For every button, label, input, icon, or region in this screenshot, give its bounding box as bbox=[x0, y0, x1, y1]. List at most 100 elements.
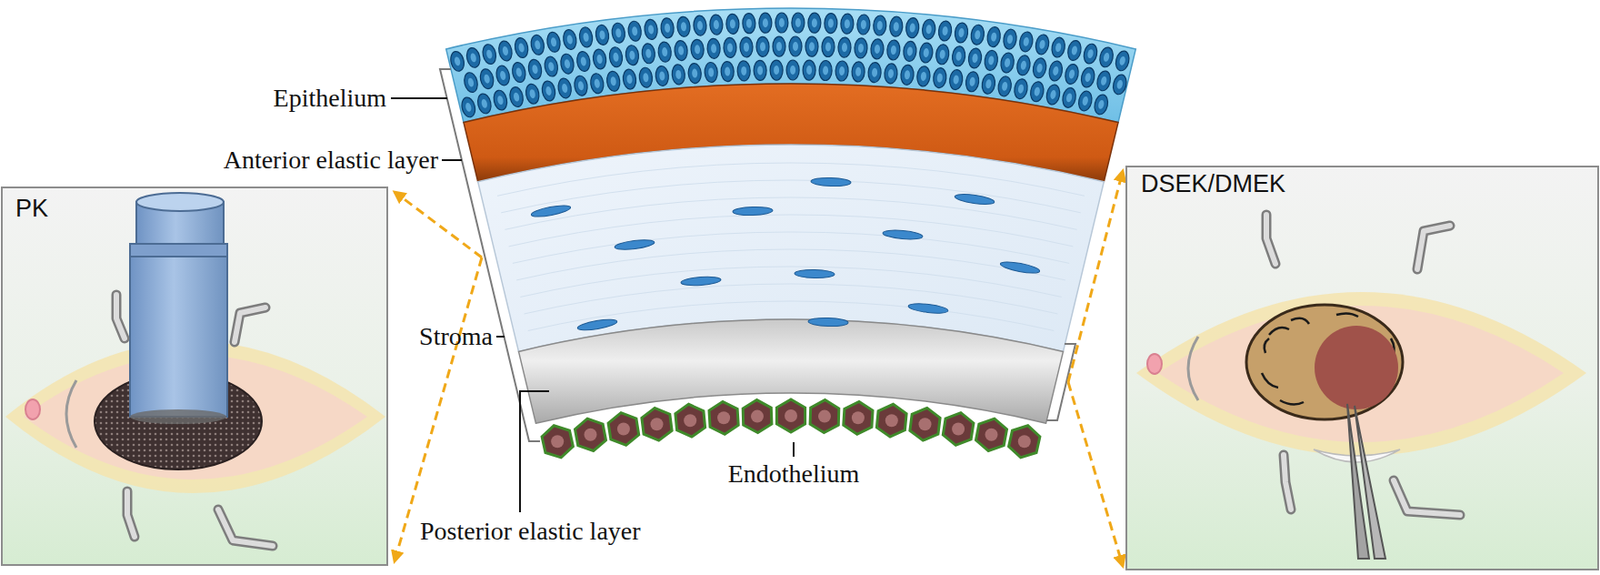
epithelial-cell bbox=[770, 60, 783, 80]
cell-nucleus bbox=[727, 42, 733, 52]
epithelial-cell bbox=[1113, 50, 1131, 73]
cell-nucleus bbox=[1006, 34, 1013, 45]
cell-nucleus bbox=[596, 54, 603, 65]
cell-nucleus bbox=[839, 66, 845, 76]
inset-ground bbox=[1125, 165, 1600, 570]
cell-body bbox=[786, 60, 800, 80]
cell-body bbox=[608, 46, 624, 69]
keratocyte bbox=[954, 191, 996, 206]
cell-body bbox=[725, 13, 740, 35]
cell-body bbox=[543, 55, 560, 78]
cell-body bbox=[1045, 83, 1062, 106]
cell-body bbox=[1000, 51, 1016, 74]
cell-nucleus bbox=[990, 31, 998, 42]
cell-body bbox=[673, 40, 689, 61]
cell-nucleus bbox=[664, 23, 671, 33]
stroma-fibre bbox=[512, 231, 1070, 263]
cell-nucleus bbox=[650, 417, 664, 430]
cell-body bbox=[621, 68, 637, 90]
stroma-fibre bbox=[509, 214, 1074, 247]
cell-nucleus bbox=[642, 72, 650, 83]
epithelial-cell bbox=[559, 52, 575, 75]
cell-body bbox=[819, 60, 833, 80]
epithelial-cell bbox=[1001, 28, 1018, 50]
epithelial-cell bbox=[902, 40, 918, 62]
cell-body bbox=[1113, 50, 1131, 73]
epithelial-cell bbox=[948, 69, 963, 90]
cell-nucleus bbox=[1003, 58, 1010, 69]
cell-body bbox=[919, 41, 934, 63]
epithelial-cell bbox=[867, 61, 881, 83]
cell-nucleus bbox=[818, 410, 831, 423]
cell-body bbox=[510, 60, 528, 83]
epithelial-cell bbox=[508, 85, 525, 108]
cell-nucleus bbox=[795, 18, 801, 28]
epithelial-cell bbox=[870, 38, 884, 60]
epithelial-cell bbox=[624, 44, 640, 66]
epithelial-cell bbox=[1092, 93, 1110, 117]
cell-body bbox=[491, 89, 509, 111]
cell-nucleus bbox=[809, 41, 815, 51]
epithelial-cell bbox=[953, 21, 969, 43]
epithelial-cell bbox=[591, 48, 608, 70]
cell-nucleus bbox=[683, 413, 697, 427]
cell-nucleus bbox=[548, 61, 556, 72]
cell-body bbox=[723, 37, 738, 59]
cell-nucleus bbox=[985, 79, 992, 90]
cell-nucleus bbox=[974, 30, 981, 40]
cell-nucleus bbox=[518, 42, 526, 53]
cell-nucleus bbox=[499, 70, 507, 81]
layer-label: Anterior elastic layer bbox=[223, 145, 439, 175]
cell-nucleus bbox=[740, 66, 747, 76]
cell-nucleus bbox=[713, 20, 720, 30]
epithelial-cell bbox=[1029, 80, 1046, 103]
epithelial-cell bbox=[808, 12, 821, 33]
cell-body bbox=[889, 16, 904, 38]
cell-nucleus bbox=[710, 43, 718, 53]
cell-nucleus bbox=[501, 46, 510, 57]
layer-label: Stroma bbox=[419, 321, 493, 351]
epithelial-cell bbox=[1012, 78, 1029, 100]
endothelial-cell bbox=[843, 400, 873, 434]
cell-body bbox=[740, 37, 754, 58]
cell-nucleus bbox=[483, 73, 491, 84]
cell-nucleus bbox=[1051, 66, 1060, 77]
cell-nucleus bbox=[874, 44, 881, 54]
epithelial-cell bbox=[775, 12, 789, 33]
epithelial-cell bbox=[638, 67, 653, 89]
cell-body bbox=[464, 46, 481, 70]
cell-body bbox=[997, 75, 1013, 98]
layer-label: Epithelium bbox=[273, 83, 387, 113]
cell-nucleus bbox=[762, 18, 769, 28]
cell-nucleus bbox=[811, 18, 818, 28]
cell-nucleus bbox=[691, 68, 699, 78]
epithelial-cell bbox=[540, 80, 558, 102]
cell-body bbox=[575, 50, 591, 73]
epithelial-cell bbox=[1060, 86, 1078, 109]
cell-body bbox=[900, 64, 915, 86]
cell-body bbox=[557, 77, 573, 100]
cell-body bbox=[840, 13, 854, 35]
cell-nucleus bbox=[533, 40, 541, 50]
cell-body bbox=[720, 60, 735, 82]
cell-body bbox=[1060, 86, 1078, 109]
cell-nucleus bbox=[925, 24, 932, 35]
epithelial-cell bbox=[919, 41, 934, 63]
cell-nucleus bbox=[1065, 92, 1073, 103]
epithelial-cell bbox=[640, 42, 656, 64]
cell-nucleus bbox=[1102, 51, 1110, 62]
epithelial-cell bbox=[572, 74, 589, 97]
cell-nucleus bbox=[645, 49, 652, 60]
cell-body bbox=[692, 15, 707, 37]
cell-body bbox=[872, 15, 887, 37]
epithelial-cell bbox=[805, 36, 819, 57]
epithelial-cell bbox=[872, 15, 887, 37]
cell-nucleus bbox=[529, 89, 537, 100]
endothelial-cell bbox=[709, 400, 739, 434]
epithelial-cell bbox=[1031, 57, 1049, 80]
cell-body bbox=[983, 50, 1000, 72]
epithelial-cell bbox=[589, 72, 605, 95]
epithelial-cell bbox=[530, 33, 547, 56]
cell-body bbox=[1095, 70, 1112, 93]
cell-body bbox=[460, 96, 478, 120]
